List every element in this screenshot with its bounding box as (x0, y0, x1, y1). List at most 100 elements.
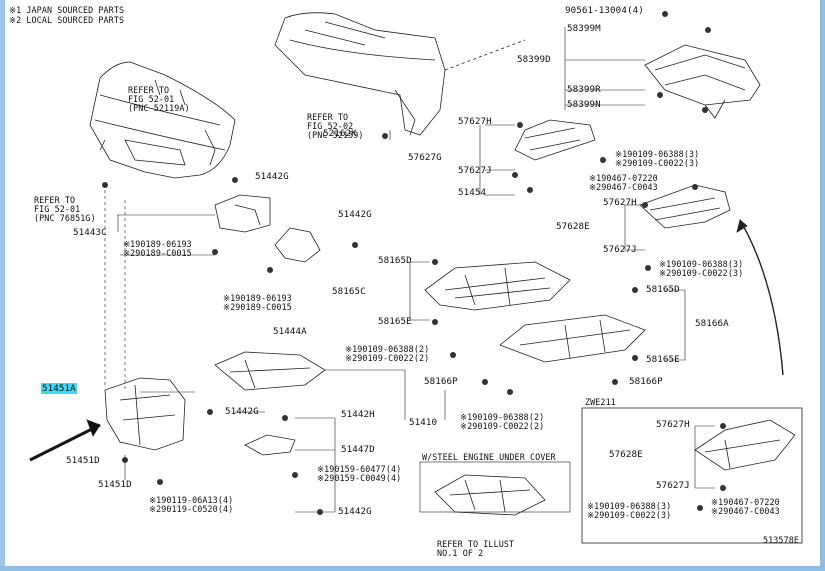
part-58399n[interactable]: 58399N (567, 99, 601, 110)
fastener-line: ※190109-06388(3) (615, 149, 700, 159)
note-local-sourced: ※2 LOCAL SOURCED PARTS (9, 15, 125, 25)
front-under-cover-drawing (104, 377, 186, 451)
fastener-line: ※190189-06193 (223, 293, 292, 303)
part-51454[interactable]: 51454 (458, 187, 487, 198)
figure-id: 513578E (763, 535, 799, 545)
part-51442h[interactable]: 51442H (341, 409, 375, 420)
steel-engine-cover-drawing (434, 474, 546, 516)
fastener-line: ※190119-06A13(4) (149, 495, 234, 505)
part-58399m[interactable]: 58399M (567, 23, 601, 34)
fastener-line: ※290109-C0022(3) (659, 268, 744, 278)
refer-line: FIG 52-02 (307, 121, 354, 131)
main-under-cover-drawing (214, 351, 326, 456)
bracket-51444a-drawing (274, 227, 321, 263)
fastener-callout: ※190467-07220※290467-C0043 (589, 174, 658, 192)
part-58165c[interactable]: 58165C (332, 286, 366, 297)
part-51451d-b[interactable]: 51451D (98, 479, 132, 490)
part-58166p-right[interactable]: 58166P (629, 376, 663, 387)
fastener-callout: ※190189-06193※290189-C0015 (223, 294, 292, 312)
fastener-callout: ※190119-06A13(4)※290119-C0520(4) (149, 496, 233, 514)
parts-diagram-canvas: ※1 JAPAN SOURCED PARTS ※2 LOCAL SOURCED … (5, 0, 820, 566)
fastener-line: ※290467-C0043 (589, 182, 658, 192)
refer-line: FIG 52-01 (128, 94, 175, 104)
fastener-callout: ※190109-06388(2)※290109-C0022(2) (345, 345, 429, 363)
fastener-callout: ※190189-06193※290189-C0015 (123, 240, 192, 258)
refer-line: (PNC 52119A) (128, 103, 190, 113)
part-51442g-d[interactable]: 51442G (338, 506, 372, 517)
fastener-callout: ※190159-60477(4)※290159-C0049(4) (317, 465, 401, 483)
upper-bracket-drawing (514, 119, 596, 161)
part-57627h-upper[interactable]: 57627H (458, 116, 492, 127)
fastener-line: ※190159-60477(4) (317, 464, 402, 474)
fastener-line: ※290109-C0022(2) (345, 353, 430, 363)
part-51442g-b[interactable]: 51442G (338, 209, 372, 220)
part-51444a[interactable]: 51444A (273, 326, 307, 337)
part-51410[interactable]: 51410 (409, 417, 438, 428)
part-57627j-mid[interactable]: 57627J (603, 244, 637, 255)
part-58165d-right[interactable]: 58165D (646, 284, 680, 295)
front-bumper-drawing (89, 61, 236, 179)
part-51451a[interactable]: 51451A (41, 383, 77, 394)
fastener-line: ※290119-C0520(4) (149, 504, 234, 514)
vertical-scrollbar[interactable] (820, 0, 825, 571)
fastener-markers (102, 11, 726, 515)
fastener-line: ※190467-07220 (711, 497, 780, 507)
leader-lines (104, 27, 715, 513)
fastener-line: ※190109-06388(3) (659, 259, 744, 269)
part-51447d[interactable]: 51447D (341, 444, 375, 455)
part-57627g[interactable]: 57627G (408, 152, 442, 163)
part-58399d[interactable]: 58399D (517, 54, 551, 65)
part-57627j-lower[interactable]: 57627J (656, 480, 690, 491)
part-90561-13004[interactable]: 90561-13004(4) (565, 5, 644, 16)
upper-right-cover (644, 44, 761, 119)
part-51443c[interactable]: 51443C (73, 227, 107, 238)
fastener-callout: ※190109-06388(2)※290109-C0022(2) (460, 413, 544, 431)
part-51442g-c[interactable]: 51442G (225, 406, 259, 417)
note-japan-sourced: ※1 JAPAN SOURCED PARTS (9, 5, 125, 15)
fastener-line: ※290109-C0022(2) (460, 421, 545, 431)
fastener-callout: ※190109-06388(3)※290109-C0022(3) (587, 502, 671, 520)
part-58165e-right[interactable]: 58165E (646, 354, 680, 365)
part-58165e[interactable]: 58165E (378, 316, 412, 327)
part-58399r[interactable]: 58399R (567, 84, 601, 95)
fastener-line: ※290467-C0043 (711, 506, 780, 516)
part-57628e-mid[interactable]: 57628E (556, 221, 590, 232)
rear-bumper-drawing (274, 12, 526, 136)
refer-line: REFER TO (128, 85, 170, 95)
zwe211-box (581, 407, 803, 544)
zwe211-cover-drawing (694, 419, 796, 471)
refer-line: FIG 52-01 (34, 204, 81, 214)
refer-line: (PNC 52159) (307, 130, 364, 140)
part-57627h-mid[interactable]: 57627H (603, 197, 637, 208)
zwe211-caption: ZWE211 (585, 397, 616, 407)
fastener-line: ※190109-06388(2) (345, 344, 430, 354)
part-51442g-a[interactable]: 51442G (255, 171, 289, 182)
refer-line: NO.1 OF 2 (437, 548, 484, 558)
part-51451d-a[interactable]: 51451D (66, 455, 100, 466)
fastener-line: ※190189-06193 (123, 239, 192, 249)
fastener-line: ※290159-C0049(4) (317, 473, 402, 483)
part-57627j-upper[interactable]: 57627J (458, 165, 492, 176)
part-52162k[interactable]: 52162K (323, 128, 357, 139)
part-58166p-left[interactable]: 58166P (424, 376, 458, 387)
part-58166a[interactable]: 58166A (695, 318, 729, 329)
fastener-line: ※290109-C0022(3) (615, 158, 700, 168)
fastener-callout: ※190109-06388(3)※290109-C0022(3) (659, 260, 743, 278)
part-57628e-lower[interactable]: 57628E (609, 449, 643, 460)
horizontal-scrollbar[interactable] (0, 566, 825, 571)
engine-cover-caption: W/STEEL ENGINE UNDER COVER (422, 452, 556, 462)
fastener-line: ※190467-07220 (589, 173, 658, 183)
refer-line: (PNC 76851G) (34, 213, 96, 223)
fastener-callout: ※190467-07220※290467-C0043 (711, 498, 780, 516)
part-57627h-lower[interactable]: 57627H (656, 419, 690, 430)
part-58165d[interactable]: 58165D (378, 255, 412, 266)
part-51451a-highlight: 51451A (41, 383, 77, 394)
refer-line: REFER TO ILLUST (437, 539, 515, 549)
bracket-51443c-drawing (214, 194, 271, 233)
diagram-drawing (29, 11, 803, 544)
